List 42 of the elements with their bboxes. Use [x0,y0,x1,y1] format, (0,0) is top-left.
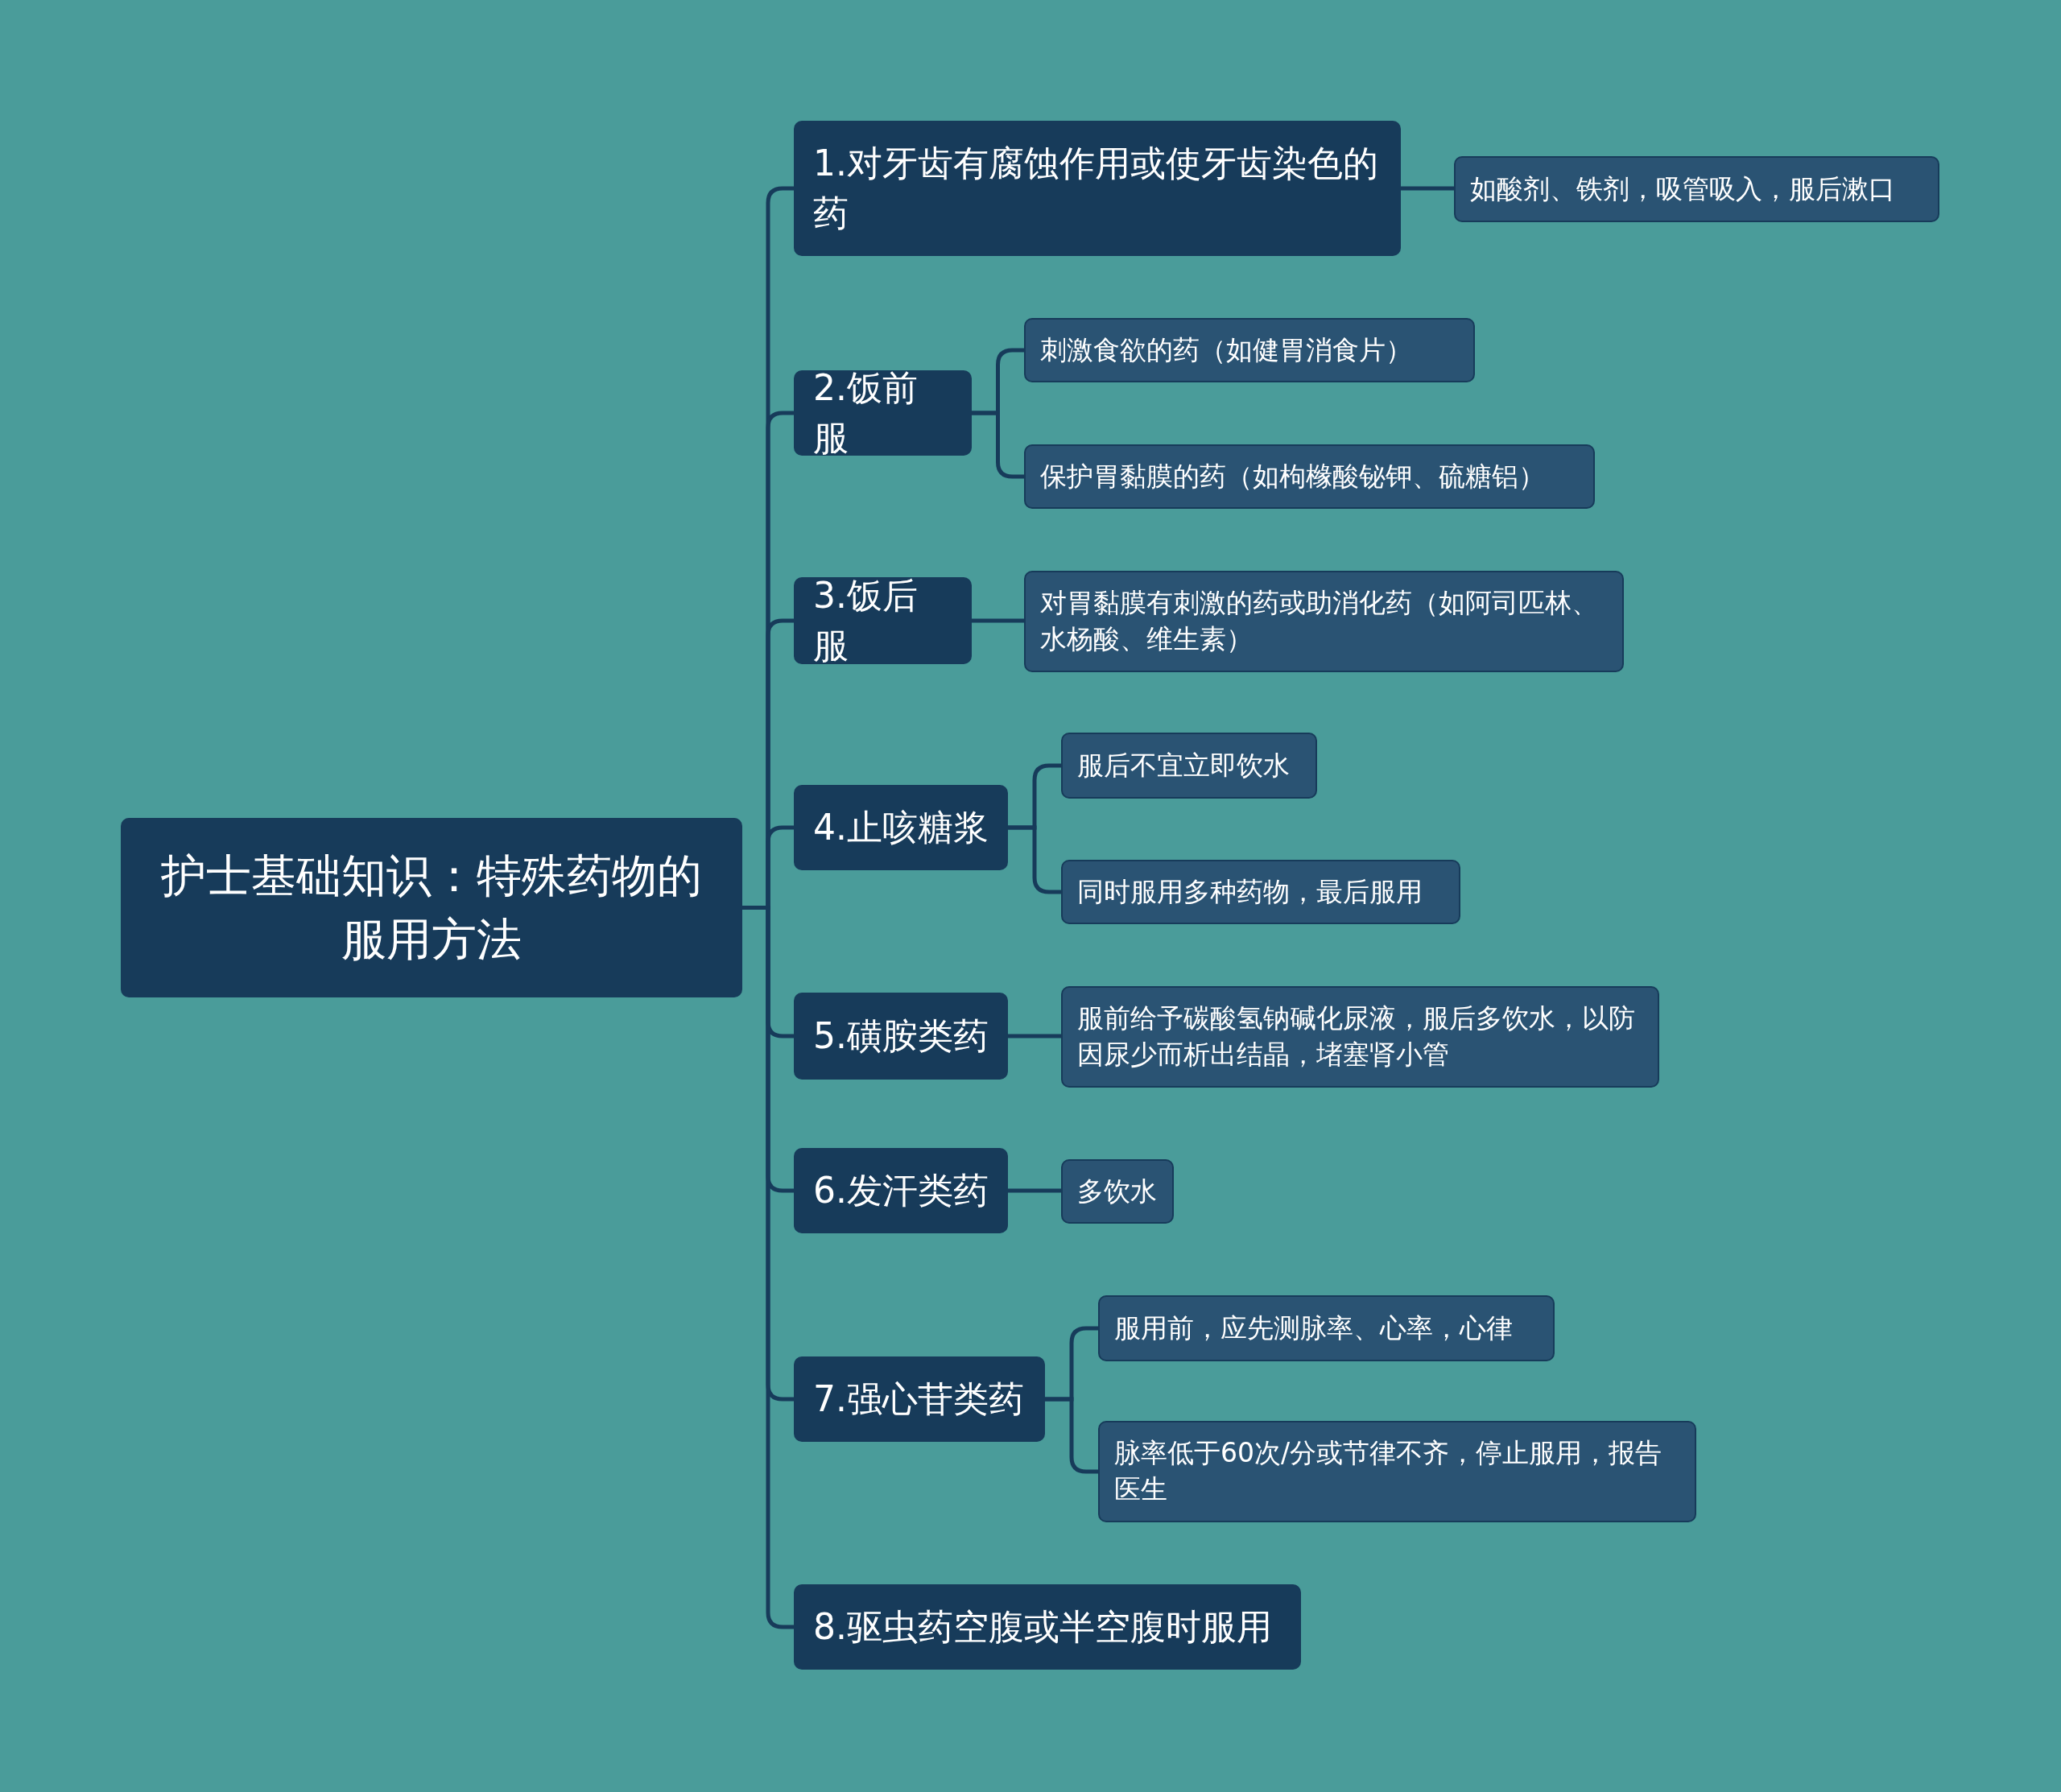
topic-text: 6.发汗类药 [813,1169,989,1213]
topic-box [794,1356,1045,1442]
topic-text: 7.强心苷类药 [813,1377,1024,1422]
subtopic-box [1024,318,1475,382]
topic-text: 5.磺胺类药 [813,1014,989,1059]
subtopic-box [1061,986,1659,1088]
connector-line [1401,186,1454,191]
subtopic-box [1061,1159,1174,1224]
topic-text: 对胃黏膜有刺激的药或助消化药（如阿司匹林、水杨酸、维生素） [1040,586,1599,656]
topic-text: 2.饭前服 [813,366,919,460]
connector-line [1008,1034,1061,1038]
subtopic-box [1098,1295,1555,1361]
topic-text: 如酸剂、铁剂，吸管吸入，服后漱口 [1470,171,1895,206]
topic-text: 刺激食欲的药（如健胃消食片） [1040,332,1412,367]
topic-text: 服前给予碳酸氢钠碱化尿液，服后多饮水，以防因尿少而析出结晶，堵塞肾小管 [1077,1001,1636,1071]
topic-text: 脉率低于60次/分或节律不齐，停止服用，报告医生 [1114,1436,1663,1506]
topic-text: 同时服用多种药物，最后服用 [1077,874,1423,909]
subtopic-box [1024,571,1624,672]
topic-text: 4.止咳糖浆 [813,806,989,850]
subtopic-box [1454,156,1939,222]
topic-text: 3.饭后服 [813,574,919,667]
topic-box [794,1148,1008,1233]
root-topic-box [121,818,742,997]
topic-box [794,121,1401,256]
connector-line [1008,1188,1061,1193]
topic-text: 保护胃黏膜的药（如枸橼酸铋钾、硫糖铝） [1040,459,1545,493]
topic-box [794,577,972,664]
subtopic-box [1024,444,1595,509]
topic-text: 服用前，应先测脉率、心率，心律 [1114,1311,1513,1345]
topic-text: 多饮水 [1077,1174,1157,1208]
topic-text: 服后不宜立即饮水 [1077,748,1290,782]
topic-box [794,785,1008,870]
connector-line [972,618,1024,623]
subtopic-box [1061,733,1317,799]
topic-box [794,370,972,456]
topic-box [794,993,1008,1080]
topic-text: 1.对牙齿有腐蚀作用或使牙齿染色的药 [813,142,1379,235]
topic-text: 8.驱虫药空腹或半空腹时服用 [813,1605,1272,1650]
subtopic-box [1061,860,1460,924]
topic-box [794,1584,1301,1670]
topic-text: 护士基础知识：特殊药物的服用方法 [160,849,703,967]
subtopic-box [1098,1421,1696,1522]
